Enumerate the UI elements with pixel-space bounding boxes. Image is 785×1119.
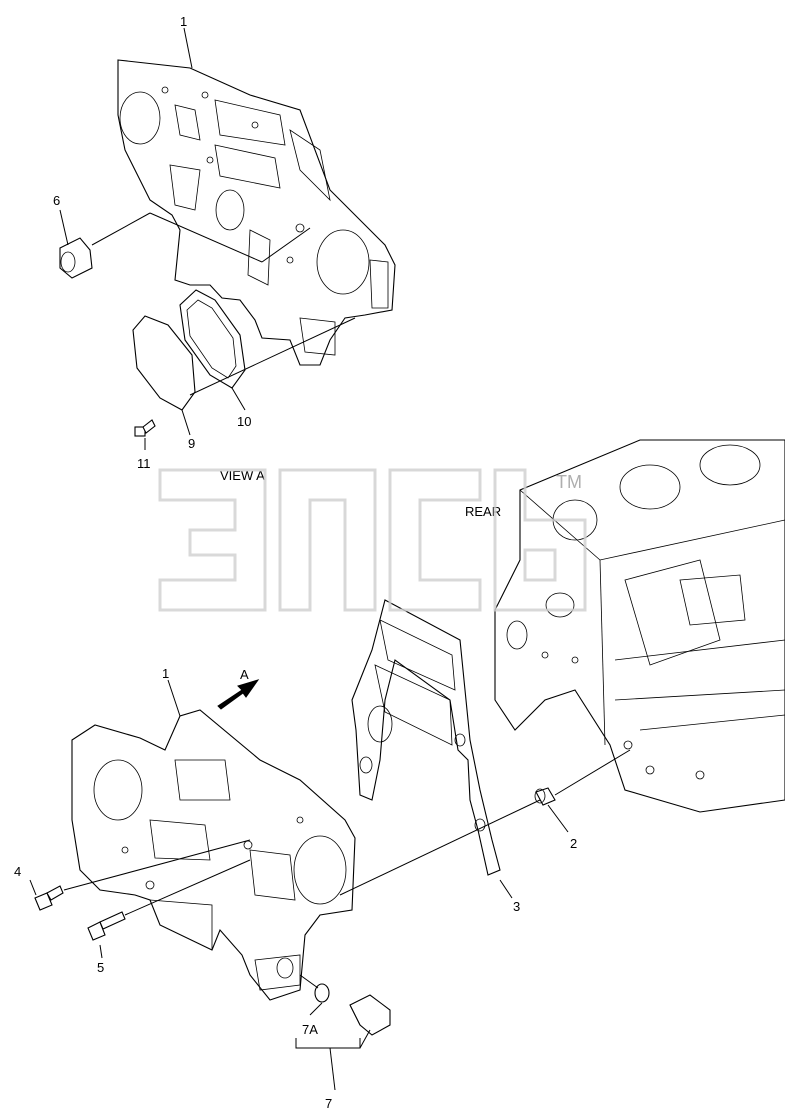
o-ring-part-7a [314,983,330,1003]
view-a-label: VIEW A [220,468,265,483]
callout-3: 3 [513,899,520,914]
callout-4: 4 [14,864,21,879]
callout-5: 5 [97,960,104,975]
gear-cover-top-view [117,59,396,366]
bolt-part-11 [134,419,156,437]
plug-part-7 [349,994,391,1036]
dowel-part-2 [534,787,556,806]
watermark-tm: TM [556,472,582,492]
callout-6: 6 [53,193,60,208]
callout-11: 11 [137,456,151,471]
arrow-a-label: A [240,667,249,682]
callout-7a: 7A [302,1022,318,1037]
bolt-part-4 [34,885,64,911]
gasket-part-3 [351,599,501,876]
callout-1-bottom: 1 [162,666,169,681]
engine-block [494,439,785,813]
rear-label: REAR [465,504,501,519]
gear-cover-bottom [71,709,356,1001]
bolt-part-5 [87,911,126,941]
callout-1-top: 1 [180,14,187,29]
callout-2: 2 [570,836,577,851]
plug-part-6 [59,237,93,279]
top-leader-lines [59,27,356,450]
bottom-leader-lines [29,679,631,1091]
view-a-arrow [217,679,260,710]
watermark-logo: TM [158,468,587,612]
callout-9: 9 [188,436,195,451]
callout-10: 10 [237,414,251,429]
callout-7: 7 [325,1096,332,1111]
